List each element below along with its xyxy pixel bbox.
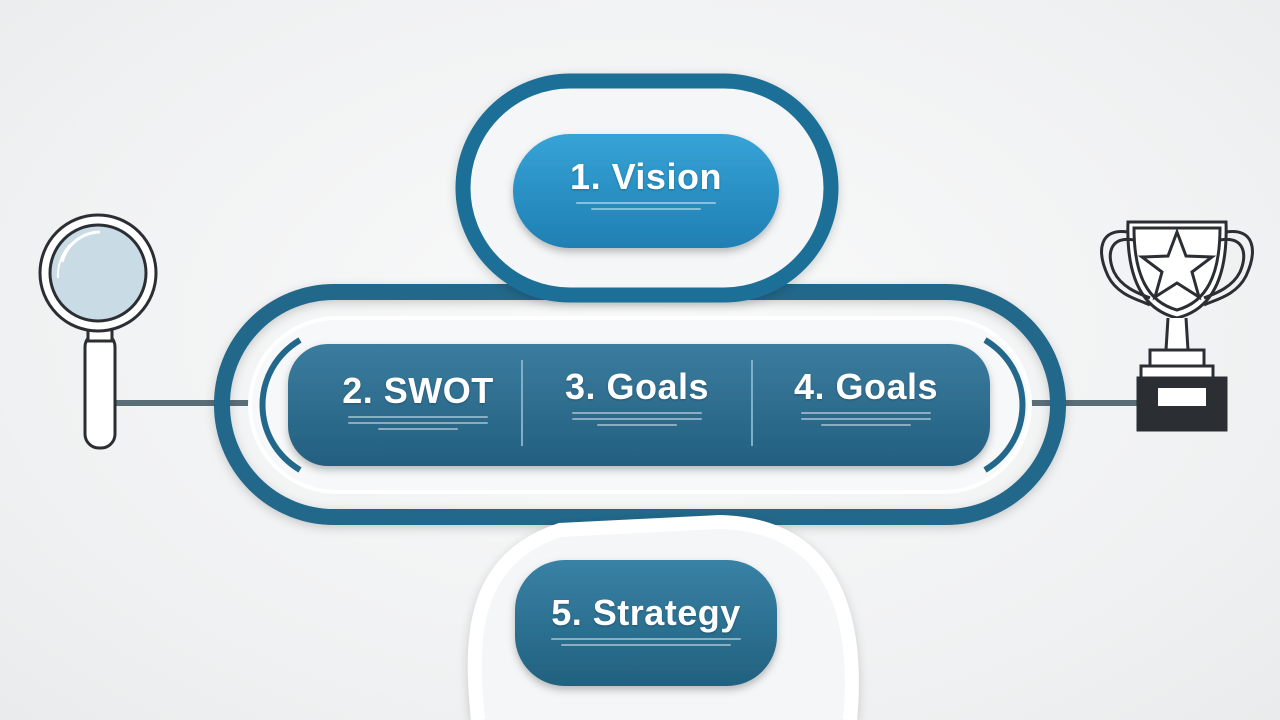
step-swot-label: 2. SWOT: [342, 370, 494, 411]
step-vision: 1. Vision: [513, 156, 779, 210]
step-goals-b-label: 4. Goals: [793, 366, 939, 407]
step-goals-a-label: 3. Goals: [564, 366, 710, 407]
step-strategy: 5. Strategy: [515, 592, 777, 646]
step-goals-b: 4. Goals: [756, 366, 976, 426]
step-vision-label: 1. Vision: [570, 156, 722, 197]
step-goals-a: 3. Goals: [527, 366, 747, 426]
vision-pill: [513, 134, 779, 248]
step-strategy-description-lines: [515, 638, 777, 646]
trophy-icon: [1100, 220, 1254, 432]
step-goals-b-description-lines: [756, 412, 976, 426]
magnifying-glass-icon: [38, 213, 158, 450]
step-goals-a-description-lines: [527, 412, 747, 426]
step-swot-description-lines: [318, 416, 518, 430]
step-swot: 2. SWOT: [318, 370, 518, 430]
step-vision-description-lines: [513, 202, 779, 210]
strategy-pill: [515, 560, 777, 686]
inner-arc-left: [259, 337, 302, 473]
step-strategy-label: 5. Strategy: [551, 592, 741, 633]
inner-arc-right: [983, 337, 1026, 473]
central-bar: [288, 344, 990, 466]
